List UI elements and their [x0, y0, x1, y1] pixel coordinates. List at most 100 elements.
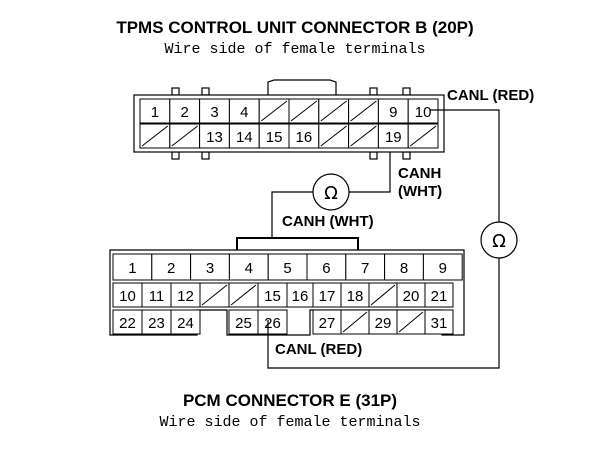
terminal-tab [201, 151, 210, 160]
connector-lock-tab [267, 79, 337, 95]
terminal-tab [402, 87, 411, 96]
terminal-cell [377, 98, 409, 124]
terminal-cell [257, 309, 288, 335]
terminal-cell [141, 282, 172, 308]
terminal-number: 24 [177, 315, 194, 332]
terminal-number: 16 [296, 129, 313, 146]
terminal-number: 4 [240, 104, 248, 121]
terminal-tab [402, 151, 411, 160]
terminal-number: 1 [128, 260, 136, 277]
terminal-cell [169, 98, 201, 124]
terminal-number: 9 [439, 260, 447, 277]
terminal-cell [151, 253, 192, 281]
terminal-cell [112, 282, 143, 308]
terminal-cell [407, 98, 439, 124]
canh-wire-top [349, 152, 391, 193]
ohm-symbol: Ω [492, 231, 506, 252]
unused-terminal-slash [260, 100, 288, 122]
terminal-cell [312, 309, 342, 335]
terminal-number: 2 [167, 260, 175, 277]
canl-red-label-bottom: CANL (RED) [275, 341, 362, 358]
canh-bracket [236, 237, 359, 250]
terminal-number: 21 [431, 288, 448, 305]
canl-wire-bottom [267, 258, 500, 369]
ohmmeter-canl: Ω [480, 221, 518, 259]
canh-wire-mid [271, 191, 313, 238]
bottom-connector-subtitle: Wire side of female terminals [159, 414, 420, 431]
terminal-number: 12 [177, 288, 194, 305]
terminal-number: 1 [151, 104, 159, 121]
terminal-number: 20 [403, 288, 420, 305]
terminal-number: 5 [283, 260, 291, 277]
terminal-number: 27 [319, 315, 336, 332]
terminal-number: 7 [361, 260, 369, 277]
terminal-number: 3 [206, 260, 214, 277]
terminal-cell [424, 309, 454, 335]
top-connector-subtitle: Wire side of female terminals [164, 41, 425, 58]
ohm-symbol: Ω [324, 183, 338, 204]
terminal-number: 23 [148, 315, 165, 332]
terminal-number: 26 [264, 315, 281, 332]
terminal-number: 6 [322, 260, 330, 277]
ohmmeter-icon [480, 221, 518, 259]
terminal-number: 15 [266, 129, 283, 146]
ohmmeter-icon [312, 173, 350, 211]
terminal-number: 4 [245, 260, 253, 277]
terminal-number: 16 [292, 288, 309, 305]
terminal-cell [288, 123, 320, 149]
terminal-cell [340, 282, 370, 308]
unused-terminal-slash [141, 125, 169, 147]
terminal-cell [306, 253, 347, 281]
terminal-number: 25 [235, 315, 252, 332]
terminal-tab [369, 87, 378, 96]
unused-terminal-slash [398, 311, 424, 333]
unused-terminal-slash [370, 284, 396, 306]
terminal-cell [368, 309, 398, 335]
terminal-tab [171, 151, 180, 160]
unused-terminal-slash [201, 284, 228, 306]
ohmmeter-canh: Ω [312, 173, 350, 211]
terminal-number: 14 [236, 129, 253, 146]
unused-terminal-slash [342, 311, 368, 333]
terminal-number: 19 [385, 129, 402, 146]
unused-terminal-slash [320, 100, 347, 122]
terminal-cell [228, 98, 260, 124]
terminal-cell [190, 253, 230, 281]
terminal-tab [369, 151, 378, 160]
unused-terminal-slash [350, 100, 377, 122]
terminal-cell [422, 253, 463, 281]
terminal-tab [201, 87, 210, 96]
terminal-cell [312, 282, 342, 308]
terminal-number: 11 [149, 288, 165, 305]
terminal-number: 15 [264, 288, 281, 305]
terminal-cell [112, 253, 153, 281]
terminal-number: 10 [119, 288, 136, 305]
unused-terminal-slash [409, 125, 437, 147]
canh-label-line2: (WHT) [398, 183, 442, 200]
terminal-cell [139, 98, 171, 124]
terminal-number: 9 [389, 104, 397, 121]
terminal-cell [170, 309, 201, 335]
terminal-number: 3 [210, 104, 218, 121]
terminal-cell [141, 309, 172, 335]
unused-terminal-slash [290, 100, 318, 122]
unused-terminal-slash [320, 125, 347, 147]
terminal-cell [286, 282, 314, 308]
wiring [236, 109, 500, 369]
unused-terminal-slash [230, 284, 257, 306]
terminal-cell [424, 282, 454, 308]
terminal-number: 17 [319, 288, 336, 305]
terminal-number: 29 [375, 315, 392, 332]
terminal-tab [171, 87, 180, 96]
terminal-cell [228, 309, 259, 335]
unused-terminal-slash [171, 125, 198, 147]
canh-label-line1: CANH [398, 165, 441, 182]
canl-wire-top [430, 109, 500, 222]
terminal-number: 13 [206, 129, 223, 146]
terminal-number: 8 [400, 260, 408, 277]
terminal-number: 2 [181, 104, 189, 121]
terminal-cell [267, 253, 308, 281]
